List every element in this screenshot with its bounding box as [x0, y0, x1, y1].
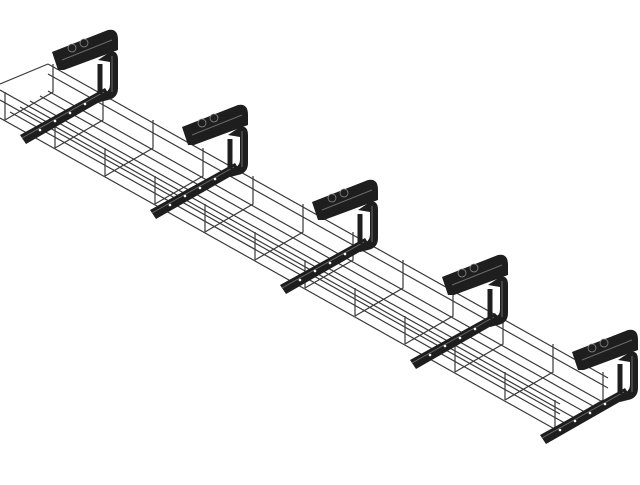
- tray-cross-wires: [4, 63, 604, 429]
- tray-longitudinal-wires: [0, 63, 609, 433]
- bracket-1: [20, 30, 118, 144]
